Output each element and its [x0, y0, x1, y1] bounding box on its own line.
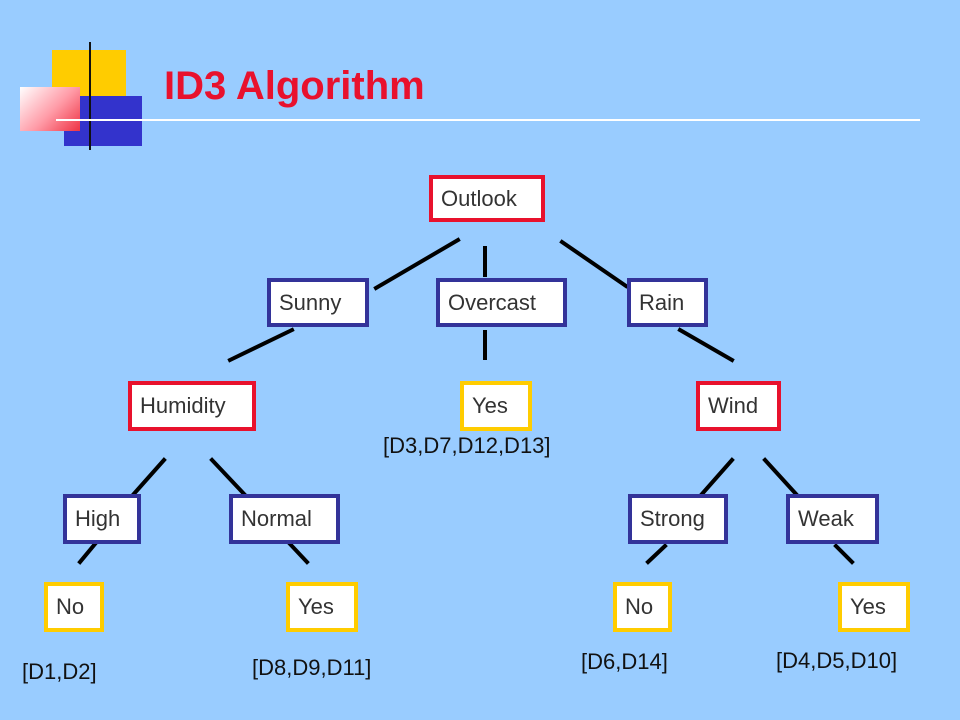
edge-sunny-humidity	[227, 327, 295, 363]
decor-pink-square	[20, 87, 80, 131]
node-weak: Weak	[786, 494, 879, 544]
node-high: High	[63, 494, 141, 544]
edge-high-no	[77, 541, 98, 565]
set-overcast: [D3,D7,D12,D13]	[383, 433, 551, 458]
node-wind: Wind	[696, 381, 781, 431]
edge-outlook-sunny	[373, 237, 461, 291]
node-overcast: Overcast	[436, 278, 567, 327]
node-outlook: Outlook	[429, 175, 545, 222]
node-strong: Strong	[628, 494, 728, 544]
set-strong: [D6,D14]	[581, 649, 668, 674]
node-normal: Normal	[229, 494, 340, 544]
edge-normal-yes	[287, 541, 310, 565]
edge-weak-yes	[833, 543, 855, 565]
edge-humidity-normal	[209, 457, 249, 499]
node-high-no: No	[44, 582, 104, 632]
edge-humidity-high	[129, 457, 167, 499]
edge-strong-no	[645, 543, 668, 565]
page-title: ID3 Algorithm	[164, 64, 425, 108]
node-weak-yes: Yes	[838, 582, 910, 632]
set-high: [D1,D2]	[22, 659, 97, 684]
edge-outlook-rain	[559, 239, 629, 289]
set-weak: [D4,D5,D10]	[776, 648, 898, 673]
node-normal-yes: Yes	[286, 582, 358, 632]
edge-wind-strong	[699, 457, 735, 497]
edge-wind-weak	[762, 457, 799, 497]
node-overcast-yes: Yes	[460, 381, 532, 431]
set-normal: [D8,D9,D11]	[252, 655, 372, 680]
decor-vertical-line	[89, 42, 91, 150]
title-underline	[56, 119, 920, 121]
node-sunny: Sunny	[267, 278, 369, 327]
node-humidity: Humidity	[128, 381, 256, 431]
node-rain: Rain	[627, 278, 708, 327]
edge-rain-wind	[677, 327, 735, 363]
node-strong-no: No	[613, 582, 672, 632]
